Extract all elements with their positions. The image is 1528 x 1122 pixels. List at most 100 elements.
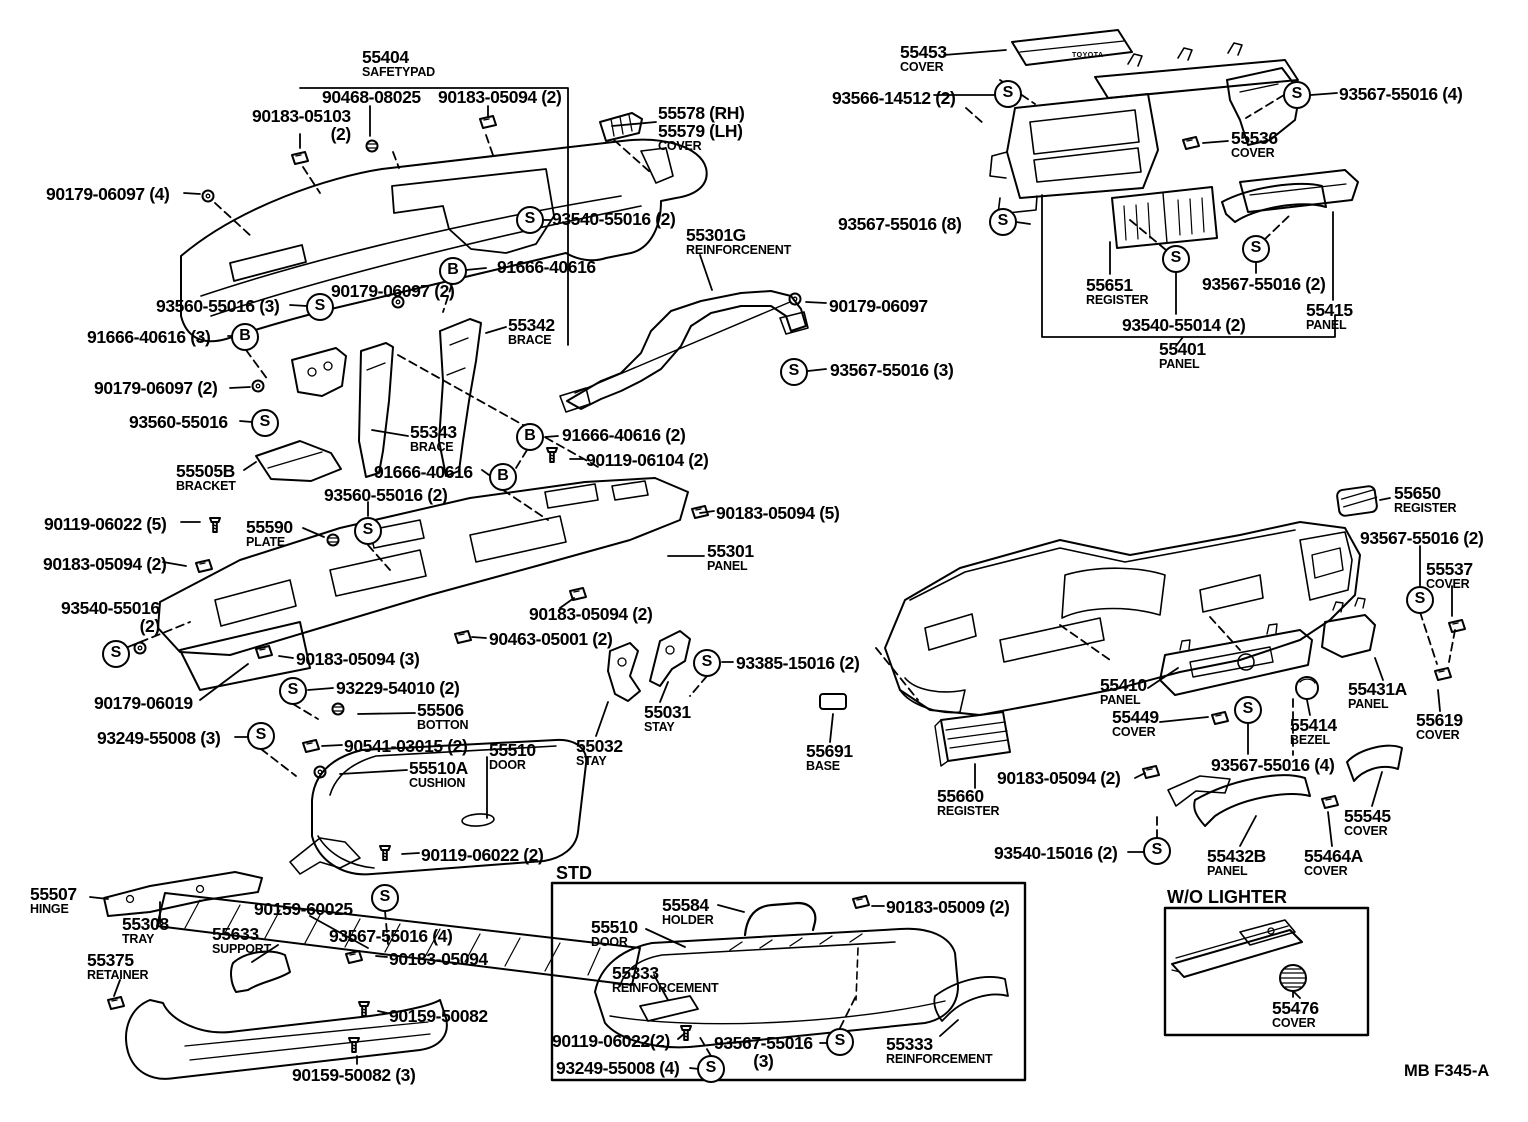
cover-55545-drawing bbox=[1346, 744, 1403, 782]
part-descriptor-line: BOTTON bbox=[417, 718, 469, 733]
panel-55431a-drawing bbox=[1321, 597, 1376, 658]
part-descriptor-line: TOYOTA bbox=[1072, 52, 1104, 59]
part-label-90119-06104-2: 90119-06104 (2) bbox=[586, 450, 709, 470]
part-number-line: 55510 bbox=[489, 740, 536, 760]
part-descriptor-line: BASE bbox=[806, 759, 840, 774]
part-number-line: 93567-55016 (2) bbox=[1360, 528, 1484, 548]
bracket-55505b-drawing bbox=[255, 440, 342, 482]
part-descriptor-line: PANEL bbox=[1348, 697, 1389, 712]
part-descriptor-line: REGISTER bbox=[1394, 501, 1457, 516]
part-number-line: 93249-55008 (3) bbox=[97, 728, 221, 748]
part-descriptor-line: REGISTER bbox=[937, 804, 1000, 819]
part-descriptor-line: COVER bbox=[1416, 728, 1460, 743]
callout-S-icon: S bbox=[516, 206, 544, 234]
part-descriptor-line: PANEL bbox=[707, 559, 748, 574]
callout-S-icon: S bbox=[780, 358, 808, 386]
part-label-93229-54010-2: 93229-54010 (2) bbox=[336, 679, 460, 697]
part-label-93560-55016: 93560-55016 bbox=[129, 413, 228, 431]
part-descriptor-line: BEZEL bbox=[1290, 733, 1330, 748]
callout-B-icon: B bbox=[516, 423, 544, 451]
part-number-line: 90119-06104 (2) bbox=[586, 450, 709, 470]
part-descriptor-line: COVER bbox=[1426, 577, 1470, 592]
part-label-90179-06097-r: 90179-06097 bbox=[829, 297, 928, 315]
part-number-line: 55415 bbox=[1306, 300, 1353, 320]
part-number-line: 91666-40616 (2) bbox=[562, 425, 686, 445]
part-label-90183-05103-2: 90183-05103(2) bbox=[252, 107, 351, 144]
part-number-line: 55464A bbox=[1304, 846, 1363, 866]
part-label-93567-55016-4-r: 93567-55016 (4) bbox=[1211, 756, 1335, 774]
part-number-line: 93540-55016 bbox=[61, 598, 160, 618]
part-descriptor-line: SUPPORT bbox=[212, 942, 272, 957]
part-number-line: W/O LIGHTER bbox=[1167, 887, 1287, 907]
part-label-93567-55016-2-r: 93567-55016 (2) bbox=[1360, 528, 1484, 548]
part-number-line: 93540-55014 (2) bbox=[1122, 315, 1246, 335]
part-number-line: 90183-05009 (2) bbox=[886, 897, 1010, 917]
part-number-line: 55432B bbox=[1207, 846, 1266, 866]
part-number-line: 90183-05094 (2) bbox=[438, 87, 562, 107]
hinge-55507-drawing bbox=[103, 871, 263, 917]
part-number-line: 55619 bbox=[1416, 710, 1463, 730]
part-label-90183-05094-2-m: 90183-05094 (2) bbox=[529, 605, 653, 623]
part-descriptor-line: TRAY bbox=[122, 932, 155, 947]
leader-lines bbox=[89, 49, 1453, 1070]
support-55633-drawing bbox=[230, 950, 291, 993]
part-label-90468-08025: 90468-08025 bbox=[322, 88, 421, 106]
part-number-line: 93567-55016 (2) bbox=[1202, 274, 1326, 294]
part-number-line: 55507 bbox=[30, 884, 77, 904]
part-number-line: 55651 bbox=[1086, 275, 1133, 295]
callout-S-icon: S bbox=[826, 1028, 854, 1056]
callout-S-icon: S bbox=[306, 293, 334, 321]
part-number-line: 93560-55016 bbox=[129, 412, 228, 432]
part-number-line: 55650 bbox=[1394, 483, 1441, 503]
part-number-line: 55453 bbox=[900, 42, 947, 62]
part-descriptor-line: COVER bbox=[658, 139, 702, 154]
part-number-line: 90179-06097 (4) bbox=[46, 184, 170, 204]
part-descriptor-line: PANEL bbox=[1100, 693, 1141, 708]
part-label-93540-55016-2-l: 93540-55016(2) bbox=[61, 598, 160, 636]
part-label-90183-05094-5: 90183-05094 (5) bbox=[716, 504, 840, 522]
part-number-line: 55579 (LH) bbox=[658, 121, 743, 142]
part-number-line: 90183-05094 (3) bbox=[296, 649, 420, 669]
panel-55432b-drawing bbox=[1167, 774, 1311, 827]
part-descriptor-line: REINFORCENENT bbox=[686, 243, 792, 258]
part-number-line: 93540-55016 (2) bbox=[552, 209, 676, 229]
callout-S-icon: S bbox=[1406, 586, 1434, 614]
part-number-line: 55633 bbox=[212, 924, 259, 944]
part-number-line: 55510A bbox=[409, 758, 468, 778]
callout-S-icon: S bbox=[994, 80, 1022, 108]
part-number-line: 55431A bbox=[1348, 679, 1407, 699]
part-number-line: 55031 bbox=[644, 702, 691, 722]
bracket-mid-drawing bbox=[291, 347, 347, 397]
part-descriptor-line: COVER bbox=[1344, 824, 1388, 839]
std-inset-box bbox=[550, 881, 1027, 1082]
part-label-91666-40616-2: 91666-40616 (2) bbox=[562, 425, 686, 445]
part-descriptor-line: STAY bbox=[644, 720, 675, 735]
instrument-panel-right-drawing bbox=[884, 521, 1361, 716]
part-number-line: 55660 bbox=[937, 786, 984, 806]
part-number-line: 55410 bbox=[1100, 675, 1147, 695]
callout-S-icon: S bbox=[247, 722, 275, 750]
part-number-line: 90179-06097 (2) bbox=[94, 378, 218, 398]
hood-trim-drawing bbox=[1226, 67, 1301, 146]
top-strip-drawing bbox=[1094, 42, 1299, 99]
part-label-wo-lighter-header: W/O LIGHTER bbox=[1167, 888, 1287, 907]
part-descriptor-line: REINFORCEMENT bbox=[612, 981, 719, 996]
part-label-90463-05001-2: 90463-05001 (2) bbox=[489, 630, 613, 648]
part-label-93249-55008-4: 93249-55008 (4) bbox=[556, 1059, 680, 1077]
part-number-line: 93567-55016 (4) bbox=[329, 926, 453, 946]
part-number-line: 93567-55016 (4) bbox=[1339, 84, 1463, 104]
part-number-line: 55401 bbox=[1159, 339, 1206, 359]
part-number-line: 90183-05094 (2) bbox=[43, 554, 167, 574]
glovebox-door-55510-drawing bbox=[311, 738, 588, 876]
